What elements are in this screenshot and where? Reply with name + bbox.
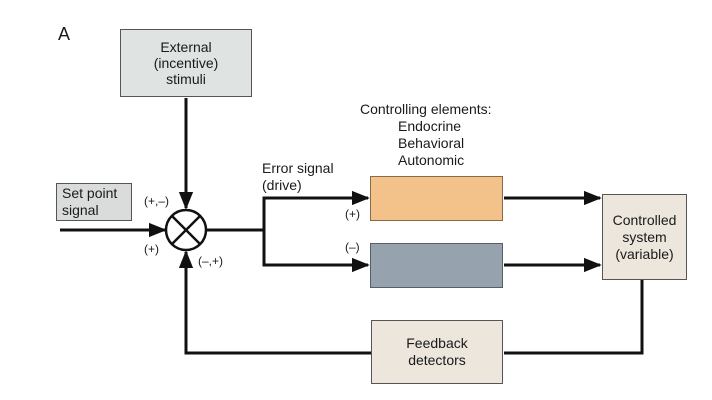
panel-label: A [58,24,71,44]
upper-branch-sign: (+) [345,207,360,221]
orange-controlling-element-box [370,176,503,221]
comparator-top-sign: (+,–) [144,194,170,208]
set-point-box: Set point signal [56,183,132,221]
feedback-detectors-box: Feedback detectors [371,320,503,384]
comparator-icon [164,208,208,252]
lower-branch-arrow [262,230,370,273]
controlled-system-box: Controlled system (variable) [602,194,687,280]
controlling-element-behavioral: Behavioral [398,135,465,151]
feedback-to-comparator-arrow [178,250,371,355]
upper-branch-arrow [262,190,370,230]
comparator-left-sign: (+) [144,242,159,256]
controlled-to-feedback-wire [504,280,644,355]
external-stimuli-box: External (incentive) stimuli [120,29,252,97]
controlling-element-endocrine: Endocrine [398,118,462,134]
error-signal-label: Error signal (drive) [262,160,334,193]
controlling-elements-heading: Controlling elements: [360,101,492,117]
controlling-element-autonomic: Autonomic [398,152,465,168]
gray-controlling-element-box [370,243,503,288]
comparator-bottom-sign: (–,+) [198,254,224,268]
controlling-elements-label: Controlling elements: Endocrine Behavior… [360,101,492,169]
lower-branch-sign: (–) [345,240,360,254]
